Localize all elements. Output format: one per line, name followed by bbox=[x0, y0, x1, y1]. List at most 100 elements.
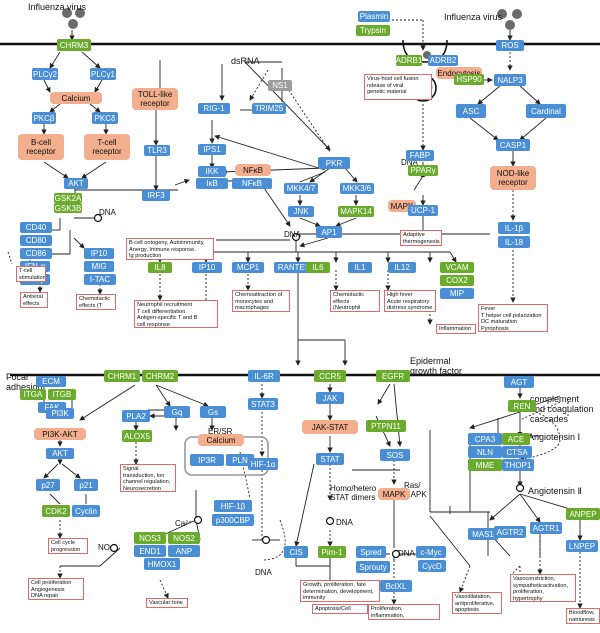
node-akt-top[interactable]: AKT bbox=[64, 178, 88, 189]
node-vcam[interactable]: VCAM bbox=[440, 262, 474, 273]
node-irf3[interactable]: IRF3 bbox=[142, 190, 170, 201]
node-bcell-receptor[interactable]: B-cell receptor bbox=[18, 134, 64, 160]
node-cd80[interactable]: CD80 bbox=[20, 235, 52, 246]
node-anp[interactable]: ANP bbox=[168, 545, 200, 557]
node-plcg2[interactable]: PLCγ2 bbox=[32, 68, 58, 80]
node-il1b[interactable]: IL-1β bbox=[498, 222, 530, 234]
node-chrm2[interactable]: CHRM2 bbox=[142, 370, 178, 382]
node-cdk2[interactable]: CDK2 bbox=[42, 505, 70, 517]
node-p27[interactable]: p27 bbox=[36, 479, 60, 491]
node-itac[interactable]: I-TAC bbox=[84, 274, 116, 285]
node-plcg1[interactable]: PLCγ1 bbox=[90, 68, 116, 80]
node-pim1[interactable]: Pim-1 bbox=[318, 546, 346, 558]
node-il18[interactable]: IL-18 bbox=[498, 236, 530, 248]
node-rig1[interactable]: RIG-1 bbox=[198, 103, 230, 114]
node-ace[interactable]: ACE bbox=[502, 433, 530, 445]
node-akt-bottom[interactable]: AKT bbox=[46, 448, 74, 459]
node-jak-stat[interactable]: JAK-STAT bbox=[302, 420, 358, 434]
node-mme[interactable]: MME bbox=[468, 459, 502, 471]
node-cycd[interactable]: CycD bbox=[418, 560, 446, 572]
node-jak[interactable]: JAK bbox=[316, 392, 344, 404]
node-cd40[interactable]: CD40 bbox=[20, 222, 52, 233]
node-gq[interactable]: Gq bbox=[164, 406, 190, 418]
node-pi3k-akt[interactable]: PI3K-AKT bbox=[34, 428, 86, 440]
node-nos3[interactable]: NOS3 bbox=[134, 532, 166, 544]
node-adrb2[interactable]: ADRB2 bbox=[428, 55, 458, 66]
node-gsk2a[interactable]: GSK2A bbox=[54, 193, 82, 203]
node-mig[interactable]: MIG bbox=[84, 261, 114, 272]
node-hsp90[interactable]: HSP90 bbox=[454, 74, 484, 85]
node-ros[interactable]: ROS bbox=[496, 40, 524, 51]
node-hif1a[interactable]: HIF-1α bbox=[248, 458, 278, 470]
node-agtr1[interactable]: AGTR1 bbox=[530, 522, 562, 534]
node-spred[interactable]: Spred bbox=[356, 546, 386, 558]
node-mkk47[interactable]: MKK4/7 bbox=[284, 183, 318, 194]
node-calcium-top[interactable]: Calcium bbox=[50, 92, 102, 104]
node-nos2[interactable]: NOS2 bbox=[168, 532, 200, 544]
node-plasmin[interactable]: Plasmin bbox=[358, 11, 390, 22]
node-sos[interactable]: SOS bbox=[380, 449, 410, 461]
node-ppary[interactable]: PPARγ bbox=[408, 165, 438, 176]
node-ikb[interactable]: IκB bbox=[196, 178, 228, 189]
node-il6[interactable]: IL6 bbox=[306, 262, 330, 273]
node-trypsin[interactable]: Trypsin bbox=[356, 25, 390, 36]
node-nln[interactable]: NLN bbox=[468, 446, 502, 458]
node-ip3r[interactable]: IP3R bbox=[190, 454, 224, 466]
node-anpep[interactable]: ANPEP bbox=[566, 508, 600, 520]
node-tcell-receptor[interactable]: T-cell receptor bbox=[84, 134, 130, 160]
node-ip10-b[interactable]: IP10 bbox=[192, 262, 222, 273]
node-mip[interactable]: MIP bbox=[440, 288, 474, 299]
node-ecm[interactable]: ECM bbox=[36, 376, 66, 387]
node-cardinal[interactable]: Cardinal bbox=[526, 104, 566, 118]
node-agtr2[interactable]: AGTR2 bbox=[494, 526, 526, 538]
node-cd86[interactable]: CD86 bbox=[20, 248, 52, 259]
node-thop1[interactable]: THOP1 bbox=[502, 459, 534, 471]
node-stat3[interactable]: STAT3 bbox=[248, 398, 278, 410]
node-pkr[interactable]: PKR bbox=[318, 157, 350, 169]
node-end1[interactable]: END1 bbox=[134, 545, 166, 557]
node-trim25[interactable]: TRIM25 bbox=[252, 103, 286, 114]
node-tlr3[interactable]: TLR3 bbox=[144, 145, 170, 156]
node-sprouty[interactable]: Sprouty bbox=[356, 561, 390, 573]
node-ptpn11[interactable]: PTPN11 bbox=[366, 420, 406, 432]
node-fak[interactable]: FAK bbox=[38, 402, 66, 413]
node-il12[interactable]: IL12 bbox=[388, 262, 416, 273]
node-pkcb[interactable]: PKCβ bbox=[32, 112, 56, 124]
node-cmyc[interactable]: c-Myc bbox=[416, 546, 446, 558]
node-stat[interactable]: STAT bbox=[316, 453, 344, 465]
node-ctsa[interactable]: CTSA bbox=[502, 446, 532, 458]
node-nfkb[interactable]: NFκB bbox=[232, 178, 272, 189]
node-pi3k[interactable]: PI3K bbox=[46, 408, 74, 419]
node-bclxl[interactable]: BclXL bbox=[380, 580, 412, 592]
node-nfkb-salmon[interactable]: NFκB bbox=[235, 164, 271, 176]
node-ip10-a[interactable]: IP10 bbox=[84, 248, 114, 259]
node-hif1b[interactable]: HIF-1β bbox=[214, 500, 252, 512]
node-mkk36[interactable]: MKK3/6 bbox=[340, 183, 374, 194]
node-ap1[interactable]: AP1 bbox=[316, 226, 342, 238]
node-asc[interactable]: ASC bbox=[456, 104, 486, 118]
node-cox2[interactable]: COX2 bbox=[440, 275, 474, 286]
node-gsk3b[interactable]: GSK3B bbox=[54, 203, 82, 213]
node-il8[interactable]: IL8 bbox=[148, 262, 172, 273]
node-toll-like-receptor[interactable]: TOLL-like receptor bbox=[132, 88, 178, 110]
node-chrm1[interactable]: CHRM1 bbox=[104, 370, 140, 382]
node-agt[interactable]: AGT bbox=[504, 376, 534, 388]
node-mapk14[interactable]: MAPK14 bbox=[338, 206, 374, 217]
node-pln[interactable]: PLN bbox=[226, 454, 254, 466]
node-alox5[interactable]: ALOX5 bbox=[122, 430, 152, 442]
node-lnpep[interactable]: LNPEP bbox=[566, 540, 598, 552]
node-il6r[interactable]: IL-6R bbox=[248, 370, 280, 382]
node-ccr5[interactable]: CCR5 bbox=[314, 370, 346, 382]
node-ren[interactable]: REN bbox=[508, 400, 536, 412]
node-rantes[interactable]: RANTES bbox=[274, 262, 314, 273]
node-casp1[interactable]: CASP1 bbox=[496, 139, 530, 151]
node-gs[interactable]: Gs bbox=[200, 406, 226, 418]
node-itgb[interactable]: ITGB bbox=[48, 389, 76, 400]
node-p21[interactable]: p21 bbox=[74, 479, 98, 491]
node-chrm3[interactable]: CHRM3 bbox=[57, 39, 91, 51]
node-cis[interactable]: CIS bbox=[284, 546, 308, 558]
node-cyclin[interactable]: Cyclin bbox=[72, 505, 100, 517]
node-adrb1[interactable]: ADRB1 bbox=[396, 55, 422, 66]
node-calcium-mid[interactable]: Calcium bbox=[198, 434, 244, 446]
node-mapk-bottom[interactable]: MAPK bbox=[378, 488, 410, 500]
